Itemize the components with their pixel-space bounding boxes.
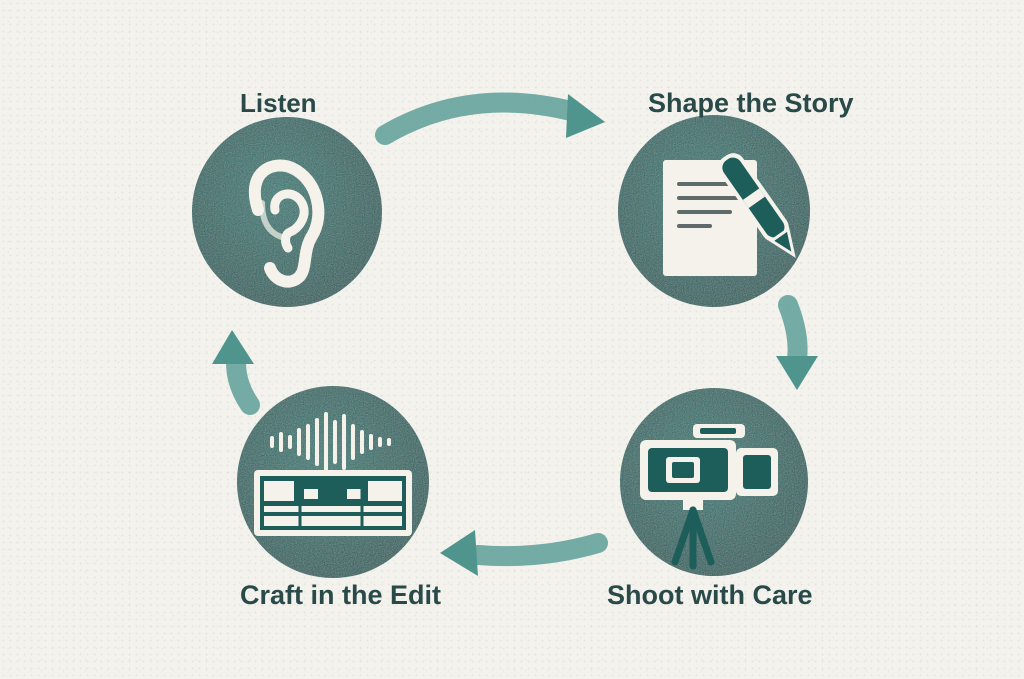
timeline-icon bbox=[254, 470, 412, 536]
shoot-node bbox=[620, 388, 808, 576]
ear-icon bbox=[248, 159, 325, 288]
audio-waveform-icon bbox=[270, 412, 391, 472]
document-pen-icon bbox=[663, 153, 796, 276]
listen-node bbox=[192, 117, 382, 307]
shape-story-node bbox=[618, 115, 810, 307]
arrow-listen-to-shape bbox=[375, 92, 605, 145]
craft-node bbox=[237, 386, 429, 578]
step-label-listen: Listen bbox=[240, 88, 317, 118]
arrow-shape-to-shoot bbox=[776, 295, 818, 390]
step-label-shape-the-story: Shape the Story bbox=[648, 88, 854, 118]
arrow-craft-to-listen bbox=[212, 330, 260, 415]
step-label-shoot-with-care: Shoot with Care bbox=[607, 580, 813, 610]
step-label-craft-in-the-edit: Craft in the Edit bbox=[240, 580, 441, 610]
video-camera-icon bbox=[640, 424, 778, 570]
arrow-shoot-to-craft bbox=[440, 530, 608, 576]
